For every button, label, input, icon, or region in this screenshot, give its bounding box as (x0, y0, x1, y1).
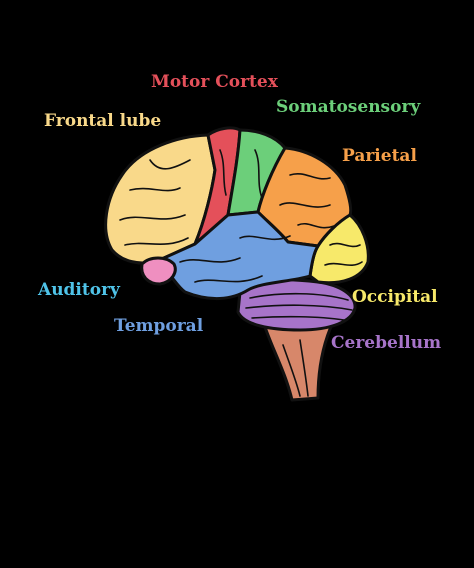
auditory-region (140, 256, 177, 286)
parietal-label: Parietal (342, 146, 417, 166)
brainstem-region (260, 316, 335, 402)
somatosensory-label: Somatosensory (276, 97, 421, 117)
auditory-label: Auditory (38, 280, 120, 300)
motor-cortex-label: Motor Cortex (151, 72, 278, 92)
temporal-label: Temporal (114, 316, 204, 336)
cerebellum-label: Cerebellum (331, 333, 442, 353)
frontal-lobe-label: Frontal lube (44, 111, 162, 131)
temporal-region (153, 210, 320, 301)
occipital-label: Occipital (352, 287, 438, 307)
